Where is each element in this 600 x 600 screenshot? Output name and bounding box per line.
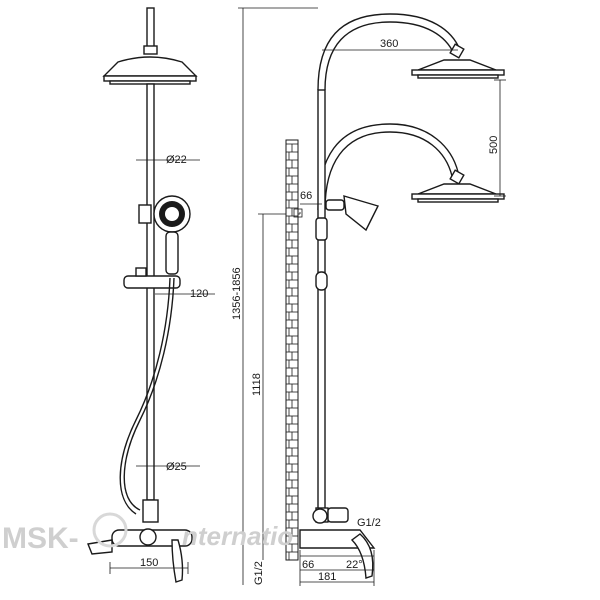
dim-pipe-bottom-diameter: Ø25 — [166, 461, 187, 473]
overhead-arm-outer — [317, 13, 461, 91]
slide-holder-side — [315, 217, 328, 241]
dim-spout-angle: 22° — [346, 559, 363, 571]
dim-pipe-top-diameter: Ø22 — [166, 154, 187, 166]
dim-head-drop: 500 — [488, 136, 500, 154]
dim-mixer-depth: 181 — [318, 571, 336, 583]
watermark: MSK- nternatio — [2, 512, 293, 555]
bottom-coupling — [142, 499, 159, 523]
hand-shower-side — [343, 195, 380, 232]
dim-total-height: 1356-1856 — [231, 267, 243, 320]
dim-inlet-top: G1/2 — [357, 517, 381, 529]
dim-mixer-height: 1118 — [251, 373, 263, 396]
riser-pipe-front — [146, 83, 155, 501]
slide-holder — [123, 275, 181, 289]
brick-wall — [285, 139, 299, 561]
top-coupling — [143, 45, 158, 55]
riser-pipe-side — [317, 89, 326, 511]
dim-inlet-spacing: 66 — [302, 559, 314, 571]
hand-holder-top — [138, 204, 152, 224]
riser-clamp-side — [315, 271, 328, 291]
overhead-shower-head-side — [417, 59, 497, 71]
hose — [123, 277, 175, 511]
overhead-arm-inner — [324, 21, 455, 91]
lower-arm-inner — [324, 131, 453, 211]
mixer-inlet-upper — [312, 508, 328, 524]
dim-inlet-left: G1/2 — [253, 561, 265, 585]
top-pipe-cap — [146, 7, 155, 49]
lever-handle-front — [171, 539, 184, 583]
watermark-brand: MSK- — [2, 522, 79, 555]
hand-shower-handle — [165, 231, 179, 275]
dim-hand-arm: 66 — [300, 190, 312, 202]
front-view: Ø22 Ø25 120 150 — [87, 7, 215, 583]
overhead-shower-head-front — [102, 56, 198, 77]
side-view: 1356-1856 1118 500 360 — [231, 7, 506, 586]
dim-arm-reach: 360 — [380, 38, 398, 50]
dim-holder-offset: 120 — [190, 288, 208, 300]
watermark-suffix: nternatio — [182, 521, 293, 551]
dim-base-width: 150 — [140, 557, 158, 569]
lower-shower-head-side — [417, 183, 497, 195]
watermark-logo-icon — [92, 512, 128, 548]
spout-front — [87, 539, 113, 555]
